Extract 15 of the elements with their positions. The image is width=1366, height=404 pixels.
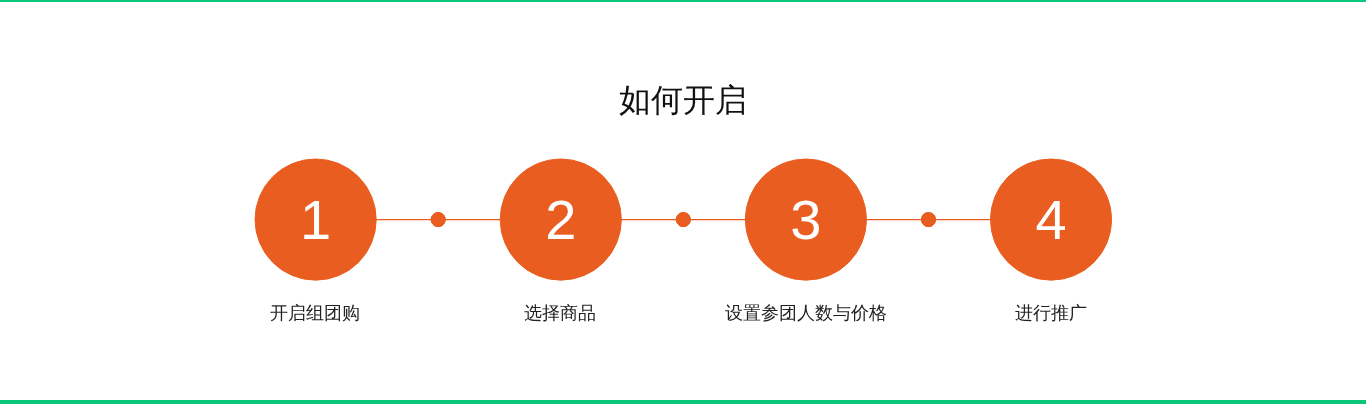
step-label: 设置参团人数与价格 bbox=[724, 300, 887, 325]
step-label: 开启组团购 bbox=[270, 300, 361, 325]
connector bbox=[865, 219, 922, 221]
connector bbox=[689, 219, 746, 221]
step-label: 进行推广 bbox=[1014, 300, 1087, 325]
connector bbox=[620, 219, 677, 221]
connector bbox=[375, 219, 432, 221]
connector bbox=[934, 219, 991, 221]
node-circle: 2 bbox=[499, 158, 622, 282]
node-circle: 3 bbox=[744, 158, 867, 282]
node-circle: 4 bbox=[989, 158, 1112, 282]
diagram-title: 如何开启 bbox=[619, 80, 747, 121]
step-label: 选择商品 bbox=[524, 300, 597, 325]
node-circle: 1 bbox=[254, 158, 377, 282]
connector bbox=[444, 219, 501, 221]
